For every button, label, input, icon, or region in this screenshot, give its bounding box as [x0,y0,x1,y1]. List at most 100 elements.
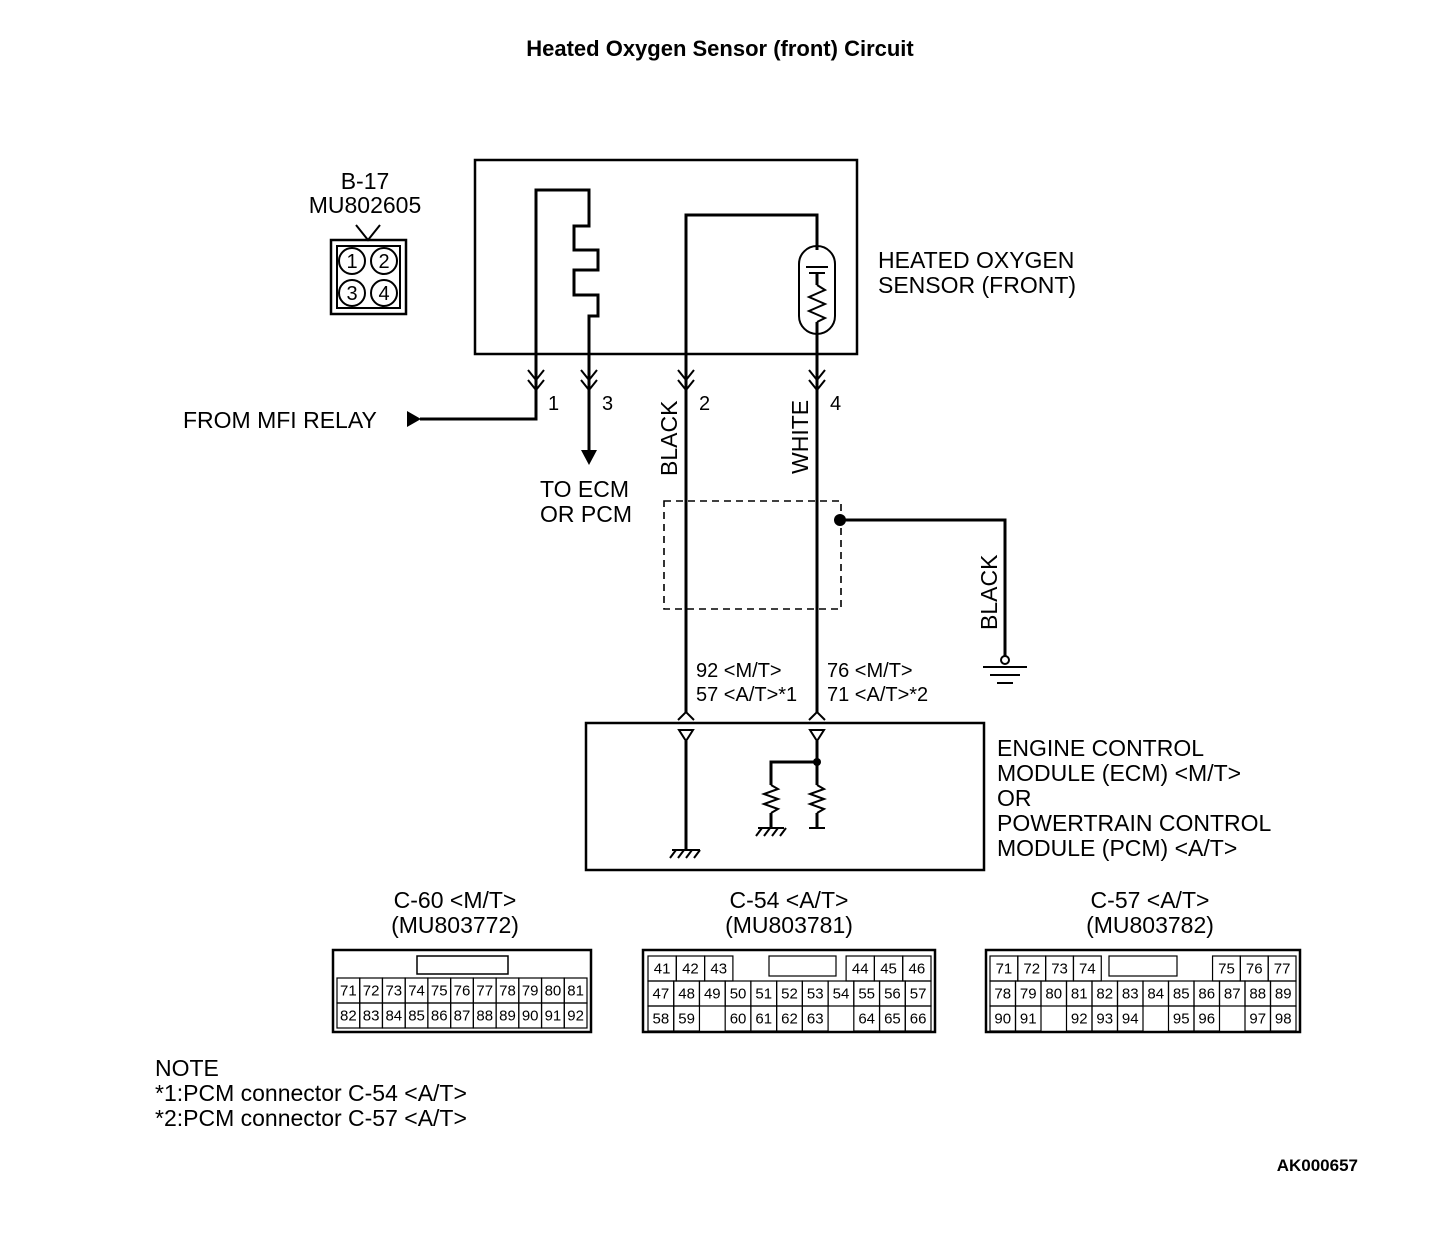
connector-pin-label: 43 [710,961,727,978]
connector-pin-label: 97 [1249,1011,1266,1028]
sensor-connector-id: B-17 [341,168,390,194]
connector-pin-label: 85 [408,1008,425,1025]
to-ecm-label: TO ECM [540,476,629,502]
pin-number: 3 [602,393,613,415]
connector-pin-label: 84 [385,1008,402,1025]
connector-id: C-54 <A/T> [730,887,849,913]
connector-pin-label: 76 [454,983,471,1000]
connector-keyway [768,955,837,977]
ecm-label: ENGINE CONTROL [997,735,1204,761]
ecm-pin-label: 57 <A/T>*1 [696,684,797,706]
connector-pin-label: 91 [545,1008,562,1025]
relay-arrow-icon [407,411,421,427]
connector-pin-label: 74 [1079,961,1096,978]
connector-pin-label: 94 [1122,1011,1139,1028]
connector-id: C-57 <A/T> [1091,887,1210,913]
connector-pin-label: 91 [1020,1011,1037,1028]
connector-cell [1193,1005,1221,1032]
note-line: *2:PCM connector C-57 <A/T> [155,1105,467,1131]
heater-element [534,188,600,390]
sensor-connector-face: B-17 MU802605 1 2 3 4 [309,168,422,316]
sensor-connector-part: MU802605 [309,192,422,218]
connector-pin-label: 60 [730,1011,747,1028]
connector-pin-label: 71 [340,983,357,1000]
connector-pin-label: 75 [431,983,448,1000]
connector-pin-label: 58 [653,1011,670,1028]
connector-pin-label: 93 [1096,1011,1113,1028]
pin-number: 4 [830,393,841,415]
sensor-connector-pin: 1 [346,251,357,273]
connector-pin-label: 65 [884,1011,901,1028]
connector-pin-label: 51 [755,986,772,1003]
connector-pin-label: 90 [994,1011,1011,1028]
connector-pin-label: 83 [363,1008,380,1025]
connector-pin-label: 44 [852,961,869,978]
connector-pin-label: 92 [1071,1011,1088,1028]
connector-pin-label: 52 [781,986,798,1003]
ecm-label: MODULE (ECM) <M/T> [997,760,1241,786]
connector-cell [1116,1005,1144,1032]
connector-pin-label: 78 [499,983,516,1000]
oxygen-sensing-element [798,245,836,390]
wire-color-label: BLACK [976,554,1002,630]
ecm-pin-label: 92 <M/T> [696,660,782,682]
connector-pin-label: 62 [781,1011,798,1028]
sensor-connector-pin: 2 [378,251,389,273]
shield-box [663,500,842,610]
connector-pin-label: 78 [994,986,1011,1003]
ecm-box [584,721,986,872]
connector-face-c60 [331,948,593,1034]
connector-pin-label: 57 [910,986,927,1003]
note-heading: NOTE [155,1055,219,1081]
connector-pin-label: 80 [545,983,562,1000]
connector-pin-label: 77 [1274,961,1291,978]
sensor-connector-pin: 4 [378,283,389,305]
connector-pin-label: 88 [476,1008,493,1025]
connector-pin-label: 85 [1173,986,1190,1003]
connector-pin-label: 64 [858,1011,875,1028]
connector-keyway [1108,955,1178,977]
connector-pin-label: 59 [678,1011,695,1028]
connector-pin-label: 56 [884,986,901,1003]
wire-color-label: WHITE [787,400,813,474]
chassis-ground-icon [755,827,787,837]
wire-color-label: BLACK [656,400,682,476]
connector-pin-label: 48 [678,986,695,1003]
chassis-ground-icon [669,849,701,859]
connector-pin-label: 47 [653,986,670,1003]
from-relay-label: FROM MFI RELAY [183,407,377,433]
connector-pin-label: 95 [1173,1011,1190,1028]
sensor-connector-pin: 3 [346,283,357,305]
connector-pin-label: 81 [567,983,584,1000]
connector-pin-label: 76 [1246,961,1263,978]
connector-cell [1269,1005,1297,1032]
connector-pin-label: 66 [910,1011,927,1028]
diagram-title: Heated Oxygen Sensor (front) Circuit [526,36,914,61]
connector-pin-label: 74 [408,983,425,1000]
to-ecm-label: OR PCM [540,501,632,527]
connector-pin-label: 73 [385,983,402,1000]
connector-pin-label: 82 [1096,986,1113,1003]
ground-icon [983,655,1027,684]
connector-pin-label: 50 [730,986,747,1003]
note-line: *1:PCM connector C-54 <A/T> [155,1080,467,1106]
connector-pin-label: 45 [880,961,897,978]
ecm-pin-label: 71 <A/T>*2 [827,684,928,706]
connector-pin-label: 86 [431,1008,448,1025]
ecm-pin-label: 76 <M/T> [827,660,913,682]
pin-chevrons [527,369,826,392]
connector-face-c54 [641,948,937,1034]
connector-pin-label: 41 [654,961,671,978]
sensor-label: SENSOR (FRONT) [878,272,1076,298]
connector-pin-label: 42 [682,961,699,978]
pin-number: 1 [548,393,559,415]
connector-pin-label: 46 [909,961,926,978]
connector-pin-label: 63 [807,1011,824,1028]
connector-pin-label: 84 [1147,986,1164,1003]
ecm-label: OR [997,785,1032,811]
connector-pin-label: 87 [1224,986,1241,1003]
connector-pin-label: 53 [807,986,824,1003]
connector-pin-label: 87 [454,1008,471,1025]
connector-pin-label: 89 [1275,986,1292,1003]
